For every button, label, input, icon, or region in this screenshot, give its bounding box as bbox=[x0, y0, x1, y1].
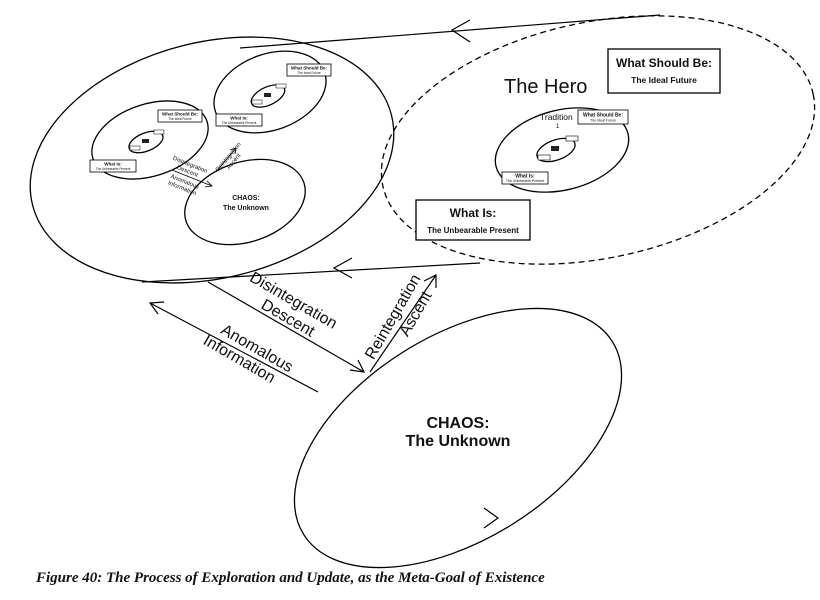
tradition-label: Tradition bbox=[540, 112, 573, 122]
tradition-is-heading: What Is: bbox=[515, 174, 535, 180]
ideal-future-sub: The Ideal Future bbox=[631, 75, 697, 85]
ideal-future-heading: What Should Be: bbox=[616, 56, 712, 70]
nested-top-should-be-sub: The Ideal Future bbox=[297, 71, 321, 75]
tradition-mini-core bbox=[551, 146, 559, 151]
outer-domain-ellipse bbox=[29, 36, 395, 284]
nested-left-mini-core bbox=[142, 139, 149, 143]
tradition-ellipse bbox=[494, 107, 630, 193]
tradition-is-box: What Is: The Unbearable Present bbox=[501, 171, 549, 185]
nested-left-is-box: What Is: The Unbearable Present bbox=[89, 159, 137, 173]
nested-top-should-be-heading: What Should Be: bbox=[291, 66, 327, 71]
nested-left-mini-box-2 bbox=[129, 145, 141, 151]
nested-left-is-heading: What Is: bbox=[104, 162, 122, 167]
top-connector-arrowhead bbox=[450, 19, 471, 43]
tradition-mini-box-2 bbox=[537, 154, 551, 161]
tradition-mini-ellipse bbox=[536, 137, 576, 163]
nested-top-is-sub: The Unbearable Present bbox=[222, 121, 257, 125]
small-chaos-ellipse bbox=[184, 158, 306, 246]
information-arrow bbox=[149, 302, 319, 393]
nested-top-ellipse bbox=[213, 50, 327, 134]
chaos-cycle-arrowhead bbox=[483, 507, 500, 529]
top-connector-line bbox=[239, 14, 661, 49]
descent-arrow bbox=[207, 281, 365, 373]
nested-left-should-be-sub: The Ideal Future bbox=[168, 117, 192, 121]
nested-top-mini-core bbox=[264, 93, 271, 97]
nested-left-should-be-box: What Should Be: The Ideal Future bbox=[157, 109, 203, 123]
chaos-sub: The Unknown bbox=[406, 433, 511, 450]
small-ascent-arrow bbox=[215, 147, 237, 173]
nested-top-mini-box-2 bbox=[251, 99, 263, 105]
hero-label: The Hero bbox=[504, 76, 587, 98]
small-chaos-heading: CHAOS: bbox=[232, 195, 260, 202]
small-descent-arrowhead bbox=[204, 180, 213, 188]
tradition-mark: 1 bbox=[556, 124, 560, 130]
ascent-arrowhead bbox=[423, 274, 437, 288]
chaos-heading: CHAOS: bbox=[426, 415, 489, 432]
figure-caption: Figure 40: The Process of Exploration an… bbox=[36, 570, 545, 586]
chaos-ellipse bbox=[293, 307, 623, 569]
hero-zoom-ellipse bbox=[380, 15, 816, 265]
nested-top-should-be-box: What Should Be: The Ideal Future bbox=[286, 63, 332, 77]
information-arrowhead bbox=[148, 301, 165, 315]
descent-arrowhead bbox=[349, 359, 366, 373]
nested-left-mini-ellipse bbox=[128, 130, 164, 154]
bottom-connector-arrowhead bbox=[332, 257, 353, 279]
tradition-mini-box-1 bbox=[565, 135, 579, 142]
ideal-future-box: What Should Be: The Ideal Future bbox=[607, 48, 721, 94]
small-ascent-arrowhead bbox=[229, 147, 237, 155]
nested-left-is-sub: The Unbearable Present bbox=[96, 167, 131, 171]
unbearable-present-box: What Is: The Unbearable Present bbox=[415, 199, 531, 241]
tradition-should-be-box: What Should Be: The Ideal Future bbox=[577, 109, 629, 125]
tradition-should-be-heading: What Should Be: bbox=[583, 113, 623, 119]
tradition-is-sub: The Unbearable Present bbox=[506, 179, 544, 183]
ascent-arrow bbox=[369, 274, 437, 373]
unbearable-present-sub: The Unbearable Present bbox=[427, 226, 519, 235]
tradition-should-be-sub: The Ideal Future bbox=[590, 119, 616, 123]
nested-top-is-box: What Is: The Unbearable Present bbox=[215, 113, 263, 127]
unbearable-present-heading: What Is: bbox=[450, 206, 497, 220]
nested-left-ellipse bbox=[91, 100, 209, 180]
nested-left-mini-box-1 bbox=[153, 129, 165, 135]
small-descent-arrow bbox=[171, 169, 213, 187]
nested-top-is-heading: What Is: bbox=[230, 116, 248, 121]
small-chaos-sub: The Unknown bbox=[223, 205, 269, 212]
nested-left-should-be-heading: What Should Be: bbox=[162, 112, 198, 117]
bottom-connector-line bbox=[141, 262, 481, 283]
nested-top-mini-ellipse bbox=[250, 84, 286, 108]
nested-top-mini-box-1 bbox=[275, 83, 287, 89]
